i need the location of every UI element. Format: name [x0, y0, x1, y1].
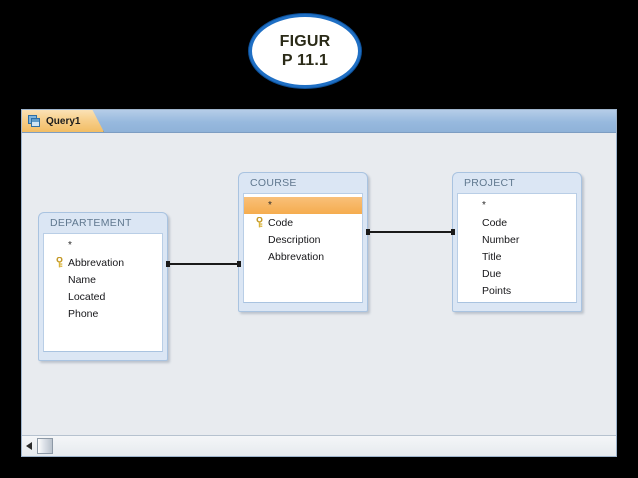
field-label: Abbrevation [268, 250, 325, 263]
field-label: Phone [68, 307, 99, 320]
field-row[interactable]: Number [458, 231, 576, 248]
horizontal-scrollbar[interactable] [22, 435, 616, 456]
field-row[interactable]: Description [244, 231, 362, 248]
relationship-line-course-project[interactable] [368, 231, 453, 233]
field-label: Title [482, 250, 502, 263]
field-label: Points [482, 284, 512, 297]
field-row[interactable]: Name [44, 271, 162, 288]
key-icon [55, 257, 63, 268]
field-row[interactable]: * [458, 197, 576, 214]
figure-caption-line-2: P 11.1 [281, 52, 329, 69]
query-icon [28, 114, 41, 128]
field-row[interactable]: Due [458, 265, 576, 282]
field-row[interactable]: Title [458, 248, 576, 265]
field-row[interactable]: Points [458, 282, 576, 299]
document-tab-strip: Query1 [22, 110, 616, 133]
scrollbar-thumb[interactable] [37, 438, 53, 454]
table-box-project[interactable]: PROJECT * Code Number Title [452, 172, 582, 312]
field-label: Located [68, 290, 106, 303]
figure-caption-line-1: FIGUR [279, 33, 331, 50]
primary-key-icon [50, 257, 68, 268]
asterisk-field-label: * [268, 199, 272, 211]
table-box-course[interactable]: COURSE * C [238, 172, 368, 312]
key-icon [255, 217, 263, 228]
field-row[interactable]: Abbrevation [244, 248, 362, 265]
relationship-endpoint-project [451, 229, 455, 235]
table-box-departement[interactable]: DEPARTEMENT * [38, 212, 168, 361]
field-label: Number [482, 233, 520, 246]
field-label: Abbrevation [68, 256, 125, 269]
relationship-endpoint-course-right [366, 229, 370, 235]
field-row[interactable]: Code [244, 214, 362, 231]
query-design-surface[interactable]: DEPARTEMENT * [22, 133, 616, 436]
field-row[interactable]: Abbrevation [44, 254, 162, 271]
field-row[interactable]: Phone [44, 305, 162, 322]
field-row[interactable]: Located [44, 288, 162, 305]
table-title-departement: DEPARTEMENT [50, 217, 132, 229]
field-label: Name [68, 273, 97, 286]
field-row[interactable]: * [44, 237, 162, 254]
field-label: Code [268, 216, 294, 229]
table-title-project: PROJECT [464, 177, 516, 189]
tab-query1[interactable]: Query1 [22, 110, 104, 132]
field-label: Code [482, 216, 508, 229]
table-title-course: COURSE [250, 177, 297, 189]
scrollbar-track[interactable] [53, 437, 616, 456]
relationship-endpoint-departement [166, 261, 170, 267]
tab-query1-label: Query1 [46, 115, 81, 127]
relationship-line-departement-course[interactable] [168, 263, 239, 265]
asterisk-field-label: * [68, 239, 72, 251]
access-query-window: Query1 DEPARTEMENT * [21, 109, 617, 457]
field-row[interactable]: * [244, 197, 362, 214]
field-label: Description [268, 233, 321, 246]
field-row[interactable]: Code [458, 214, 576, 231]
figure-caption-oval: FIGUR P 11.1 [249, 14, 361, 88]
field-list-course[interactable]: * Code [243, 193, 363, 303]
asterisk-field-label: * [482, 199, 486, 211]
field-list-departement[interactable]: * Abbrevation [43, 233, 163, 352]
field-label: Due [482, 267, 502, 280]
primary-key-icon [250, 217, 268, 228]
field-list-project[interactable]: * Code Number Title [457, 193, 577, 303]
relationship-endpoint-course-left [237, 261, 241, 267]
scroll-left-arrow-icon[interactable] [22, 437, 36, 456]
